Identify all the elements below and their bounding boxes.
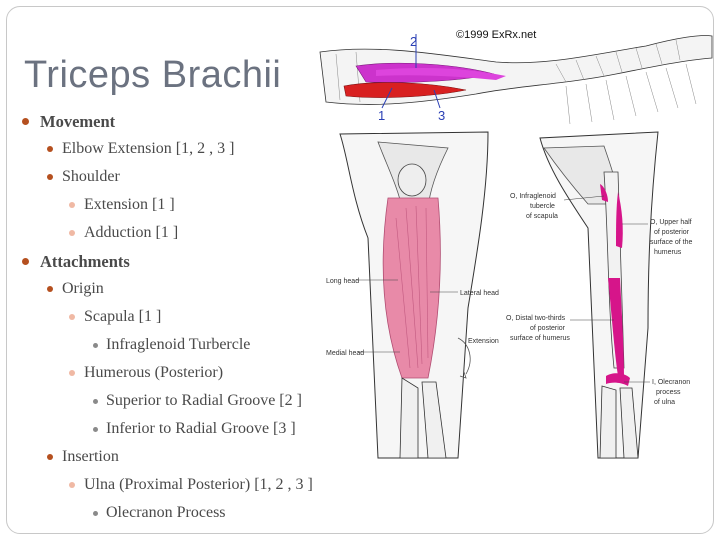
bullet-dot-icon [47, 174, 53, 180]
bullet-level-4: Inferior to Radial Groove [3 ] [93, 420, 296, 438]
label-long-head: Long head [326, 278, 359, 285]
bullet-level-3: Humerous (Posterior) [69, 364, 224, 382]
svg-text:surface of the: surface of the [650, 239, 693, 246]
bullet-dot-icon [69, 370, 75, 376]
bullet-text: Elbow Extension [1, 2 , 3 ] [62, 140, 235, 157]
label-medial-head: Medial head [326, 350, 364, 357]
bullet-text: Adduction [1 ] [84, 224, 179, 241]
bullet-dot-icon [69, 482, 75, 488]
svg-text:of posterior: of posterior [530, 325, 566, 332]
svg-text:of scapula: of scapula [526, 213, 558, 220]
bullet-level-4: Infraglenoid Turbercle [93, 336, 251, 354]
svg-text:of posterior: of posterior [654, 229, 690, 236]
label-3: 3 [438, 108, 445, 123]
left-arm-illustration [339, 131, 489, 459]
bullet-level-2: Origin [47, 280, 104, 298]
bullet-level-4: Superior to Radial Groove [2 ] [93, 392, 302, 410]
bullet-level-1: Attachments [22, 252, 130, 272]
bullet-text: Insertion [62, 448, 119, 465]
svg-text:O, Distal two-thirds: O, Distal two-thirds [506, 315, 566, 322]
bullet-dot-icon [69, 314, 75, 320]
svg-text:O, Upper half: O, Upper half [650, 219, 692, 226]
bullet-text: Shoulder [62, 168, 120, 185]
bullet-text: Attachments [40, 252, 130, 271]
copyright-text: ©1999 ExRx.net [456, 29, 536, 41]
bullet-text: Infraglenoid Turbercle [106, 336, 251, 353]
label-1: 1 [378, 108, 385, 123]
bullet-text: Humerous (Posterior) [84, 364, 224, 381]
right-arm-illustration [539, 131, 659, 459]
arm-hatching [335, 39, 697, 125]
label-origin-upper-half: O, Upper half of posterior surface of th… [650, 219, 693, 256]
bullet-dot-icon [69, 230, 75, 236]
label-origin-infraglenoid: O, Infraglenoid tubercle of scapula [510, 193, 558, 220]
bullet-level-3: Extension [1 ] [69, 196, 175, 214]
origin-infraglenoid-marker [600, 184, 608, 202]
svg-text:I, Olecranon: I, Olecranon [652, 379, 690, 386]
label-insertion-olecranon: I, Olecranon process of ulna [652, 379, 690, 406]
bullet-dot-icon [47, 454, 53, 460]
label-2: 2 [410, 34, 417, 49]
bullet-dot-icon [93, 343, 98, 348]
bullet-level-4: Olecranon Process [93, 504, 226, 522]
bullet-dot-icon [22, 118, 29, 125]
svg-text:tubercle: tubercle [530, 203, 555, 210]
bullet-text: Superior to Radial Groove [2 ] [106, 392, 302, 409]
svg-text:of ulna: of ulna [654, 399, 675, 406]
bullet-level-2: Elbow Extension [1, 2 , 3 ] [47, 140, 235, 158]
bullet-level-2: Insertion [47, 448, 119, 466]
bullet-dot-icon [22, 258, 29, 265]
origin-distal-humerus-marker [608, 278, 624, 376]
label-origin-distal: O, Distal two-thirds of posterior surfac… [506, 315, 570, 342]
bullet-dot-icon [93, 399, 98, 404]
arm-illustration-top: ©1999 ExRx.net 1 2 3 [319, 29, 713, 125]
bullet-text: Olecranon Process [106, 504, 226, 521]
triceps-long-head-band [376, 68, 506, 80]
triceps-anatomy-figure: Long head Lateral head Medial head Exten… [326, 131, 693, 459]
bullet-level-2: Shoulder [47, 168, 120, 186]
svg-text:O, Infraglenoid: O, Infraglenoid [510, 193, 556, 200]
bullet-level-3: Adduction [1 ] [69, 224, 179, 242]
bullet-text: Movement [40, 112, 116, 131]
bullet-level-3: Scapula [1 ] [69, 308, 162, 326]
label-lateral-head: Lateral head [460, 290, 499, 297]
insertion-olecranon-marker [606, 373, 630, 386]
slide-title: Triceps Brachii [24, 54, 282, 96]
bullet-level-3: Ulna (Proximal Posterior) [1, 2 , 3 ] [69, 476, 313, 494]
bullet-dot-icon [47, 286, 53, 292]
bullet-text: Extension [1 ] [84, 196, 175, 213]
bullet-text: Inferior to Radial Groove [3 ] [106, 420, 296, 437]
bullet-dot-icon [47, 146, 53, 152]
origin-upper-humerus-marker [616, 192, 623, 248]
bullet-dot-icon [93, 427, 98, 432]
svg-text:process: process [656, 389, 681, 396]
bullet-dot-icon [69, 202, 75, 208]
svg-text:surface of humerus: surface of humerus [510, 335, 570, 342]
bullet-dot-icon [93, 511, 98, 516]
bullet-text: Origin [62, 280, 104, 297]
bullet-level-1: Movement [22, 112, 116, 132]
svg-text:humerus: humerus [654, 249, 682, 256]
bullet-text: Scapula [1 ] [84, 308, 162, 325]
label-extension: Extension [468, 338, 499, 345]
bullet-text: Ulna (Proximal Posterior) [1, 2 , 3 ] [84, 476, 313, 493]
